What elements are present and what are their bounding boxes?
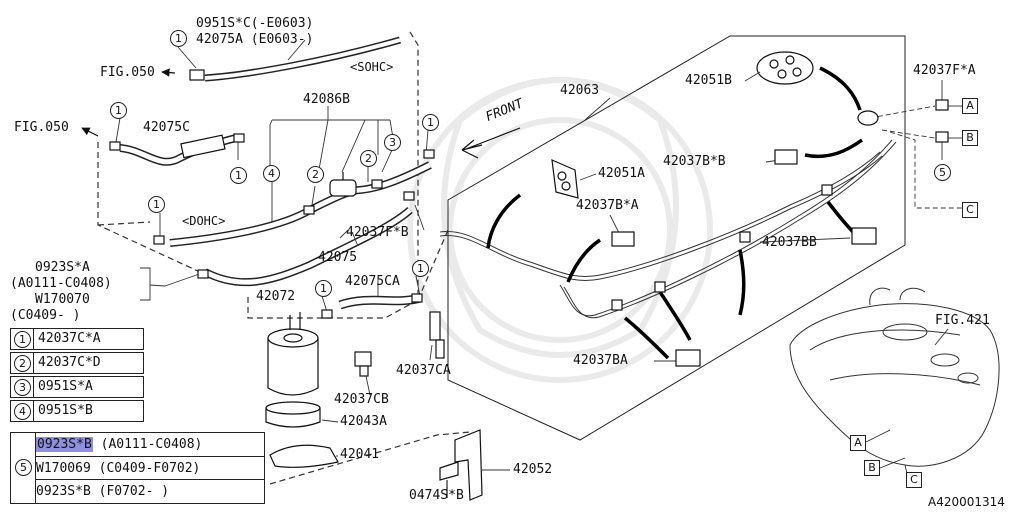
label-42051a: 42051A <box>598 166 645 181</box>
callout-2: 2 <box>360 150 377 167</box>
legend5-row-3[interactable]: 0923S*B (F0702- ) <box>36 480 264 503</box>
label-42037fa: 42037F*A <box>913 63 976 78</box>
label-0923sa: 0923S*A <box>35 260 90 275</box>
label-42037fb: 42037F*B <box>346 225 409 240</box>
legend-row-1: 1 42037C*A <box>10 328 144 350</box>
callout-1: 1 <box>110 102 127 119</box>
legend-row-2: 2 42037C*D <box>10 352 144 374</box>
legend-num-4: 4 <box>14 403 31 420</box>
label-42037ba-star: 42037B*A <box>576 198 639 213</box>
label-42072: 42072 <box>256 289 296 304</box>
front-arrow <box>461 127 521 159</box>
legend-part-2: 42037C*D <box>38 355 101 370</box>
engine-clips <box>109 133 435 319</box>
label-fig421[interactable]: FIG.421 <box>935 313 990 328</box>
legend-row-3: 3 0951S*A <box>10 376 144 398</box>
label-42051b: 42051B <box>685 73 732 88</box>
ref-box-c-tank: C <box>906 472 922 488</box>
callout-2: 2 <box>307 166 324 183</box>
legend-part-3: 0951S*A <box>38 379 93 394</box>
tank-line-outline <box>447 35 906 441</box>
callout-5: 5 <box>934 164 951 181</box>
label-42037ca: 42037CA <box>396 363 451 378</box>
label-42063: 42063 <box>560 83 600 98</box>
label-0474sb: 0474S*B <box>409 488 464 503</box>
fuel-filter-42072 <box>267 312 319 396</box>
legend5-range-2: (C0409-F0702) <box>98 461 201 476</box>
legend5-row-1[interactable]: 0923S*B (A0111-C0408) <box>36 433 264 456</box>
legend-num-1: 1 <box>14 331 31 348</box>
legend5-range-3: (F0702- ) <box>98 484 170 499</box>
legend5-row-2[interactable]: W170069 (C0409-F0702) <box>36 457 264 480</box>
label-42037bb: 42037BB <box>762 235 817 250</box>
label-fig050-left[interactable]: FIG.050 <box>14 120 69 135</box>
valve-42086b <box>329 172 357 197</box>
diagram-code: A420001314 <box>928 495 1005 509</box>
legend-num-2: 2 <box>14 355 31 372</box>
callout-1: 1 <box>230 167 247 184</box>
legend5-range-1: (A0111-C0408) <box>100 437 203 452</box>
legend5-part-2: W170069 <box>36 461 91 476</box>
label-42075a: 42075A (E0603-) <box>196 32 314 47</box>
callout-1: 1 <box>170 30 187 47</box>
clip-42037ca <box>429 311 445 359</box>
engine-dashed-outline <box>97 31 471 485</box>
clip-42037cb <box>354 351 372 377</box>
ref-box-c: C <box>962 202 978 218</box>
label-42075ca: 42075CA <box>345 274 400 289</box>
label-w170070-range: (C0409- ) <box>10 308 81 323</box>
legend-part-1: 42037C*A <box>38 331 101 346</box>
callout-3: 3 <box>384 134 401 151</box>
leader-arcs <box>486 66 864 360</box>
clamp-42041 <box>269 444 339 468</box>
bracket-42052 <box>439 429 483 501</box>
label-dohc: <DOHC> <box>182 214 226 228</box>
label-42041: 42041 <box>340 447 380 462</box>
label-42043a: 42043A <box>340 414 387 429</box>
legend-row-5: 5 0923S*B (A0111-C0408) W170069 (C0409-F… <box>10 432 265 504</box>
grommet-42051a <box>551 159 579 199</box>
legend-num-3: 3 <box>14 379 31 396</box>
callout-4: 4 <box>263 165 280 182</box>
label-42052: 42052 <box>513 462 553 477</box>
tank-clips <box>611 99 949 367</box>
fuel-tank <box>789 287 1000 467</box>
ref-box-b-tank: B <box>864 460 880 476</box>
label-0923sa-range: (A0111-C0408) <box>10 276 112 291</box>
callout-1: 1 <box>412 260 429 277</box>
watermark <box>407 77 713 383</box>
ref-box-a: A <box>962 98 978 114</box>
legend-part-4: 0951S*B <box>38 403 93 418</box>
label-42075c: 42075C <box>143 120 190 135</box>
grommet-42051b <box>756 51 814 85</box>
label-0951s-c: 0951S*C(-E0603) <box>196 16 314 31</box>
label-w170070: W170070 <box>35 292 90 307</box>
tank-fuel-lines <box>439 139 897 319</box>
legend5-part-3: 0923S*B <box>36 484 91 499</box>
callout-1: 1 <box>315 280 332 297</box>
ref-box-b: B <box>962 130 978 146</box>
bracket-42043a <box>265 401 321 428</box>
label-42037bb-star: 42037B*B <box>663 154 726 169</box>
ref-box-a-tank: A <box>850 435 866 451</box>
callout-1: 1 <box>422 114 439 131</box>
label-sohc: <SOHC> <box>350 60 394 74</box>
legend-num-5: 5 <box>15 459 32 476</box>
callout-1: 1 <box>148 196 165 213</box>
hose-lower <box>203 206 413 287</box>
legend5-part-1-selected[interactable]: 0923S*B <box>36 437 93 452</box>
label-42037cb: 42037CB <box>334 392 389 407</box>
label-fig050-top[interactable]: FIG.050 <box>100 65 155 80</box>
label-42086b: 42086B <box>303 92 350 107</box>
label-42037ba: 42037BA <box>573 353 628 368</box>
legend-row-4: 4 0951S*B <box>10 400 144 422</box>
reference-dashed-lines <box>869 105 962 209</box>
label-42075: 42075 <box>318 250 358 265</box>
